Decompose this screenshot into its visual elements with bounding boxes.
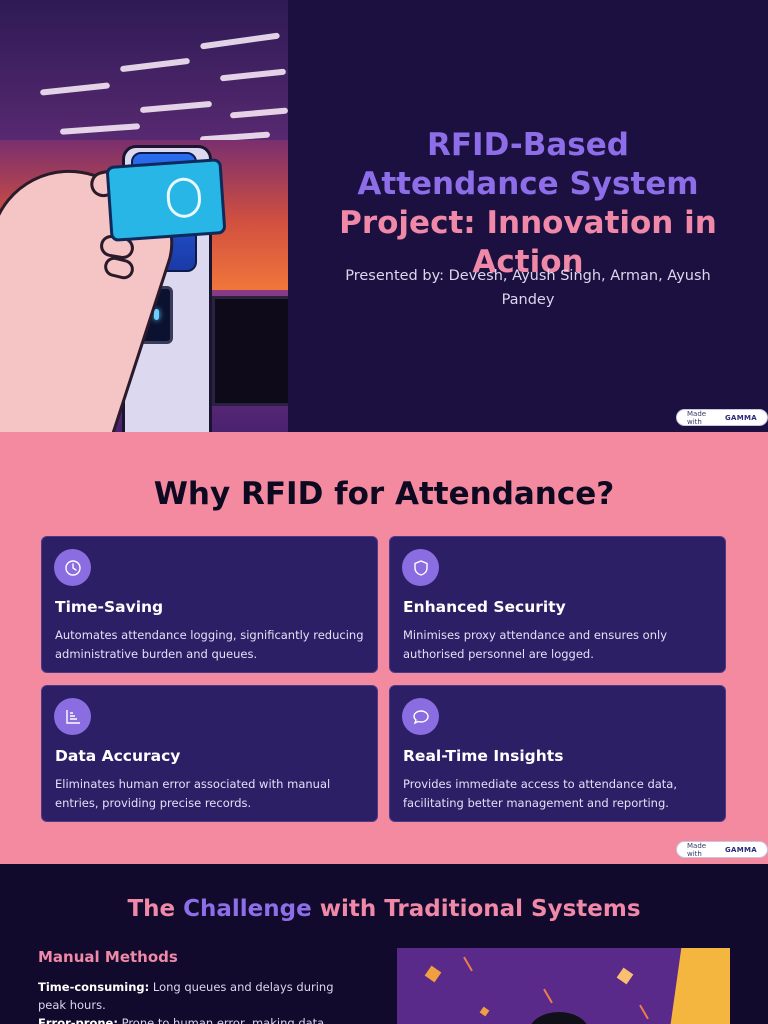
rfid-scan-illustration xyxy=(0,0,288,432)
title-slide: RFID-Based Attendance System Project: In… xyxy=(0,0,768,432)
feature-description: Automates attendance logging, significan… xyxy=(55,628,364,661)
feature-card-real-time: Real-Time Insights Provides immediate ac… xyxy=(389,685,726,822)
feature-title: Real-Time Insights xyxy=(403,747,564,765)
presentation-title: RFID-Based Attendance System Project: In… xyxy=(339,127,717,280)
feature-description: Provides immediate access to attendance … xyxy=(403,777,678,810)
challenge-slide: The Challenge with Traditional Systems M… xyxy=(0,864,768,1024)
challenge-illustration xyxy=(397,948,730,1024)
challenge-item: Time-consuming: Long queues and delays d… xyxy=(38,980,334,1012)
feature-card-time-saving: Time-Saving Automates attendance logging… xyxy=(41,536,378,673)
feature-title: Data Accuracy xyxy=(55,747,181,765)
feature-card-data-accuracy: Data Accuracy Eliminates human error ass… xyxy=(41,685,378,822)
feature-description: Minimises proxy attendance and ensures o… xyxy=(403,628,668,661)
fingerprint-icon xyxy=(165,176,203,219)
chart-icon xyxy=(54,698,91,735)
slide-title: The Challenge with Traditional Systems xyxy=(127,896,641,922)
rfid-card xyxy=(105,158,227,242)
feature-title: Enhanced Security xyxy=(403,598,566,616)
feature-description: Eliminates human error associated with m… xyxy=(55,777,331,810)
slide-title: Why RFID for Attendance? xyxy=(153,476,615,512)
challenge-item: Error-prone: Prone to human error, makin… xyxy=(38,1016,325,1024)
feature-card-security: Enhanced Security Minimises proxy attend… xyxy=(389,536,726,673)
clock-icon xyxy=(54,549,91,586)
shield-icon xyxy=(402,549,439,586)
chat-bubble-icon xyxy=(402,698,439,735)
why-rfid-slide: Why RFID for Attendance? Time-Saving Aut… xyxy=(0,432,768,864)
presenters: Presented by: Devesh, Ayush Singh, Arman… xyxy=(345,268,711,308)
section-heading: Manual Methods xyxy=(38,948,178,966)
feature-title: Time-Saving xyxy=(55,598,164,616)
